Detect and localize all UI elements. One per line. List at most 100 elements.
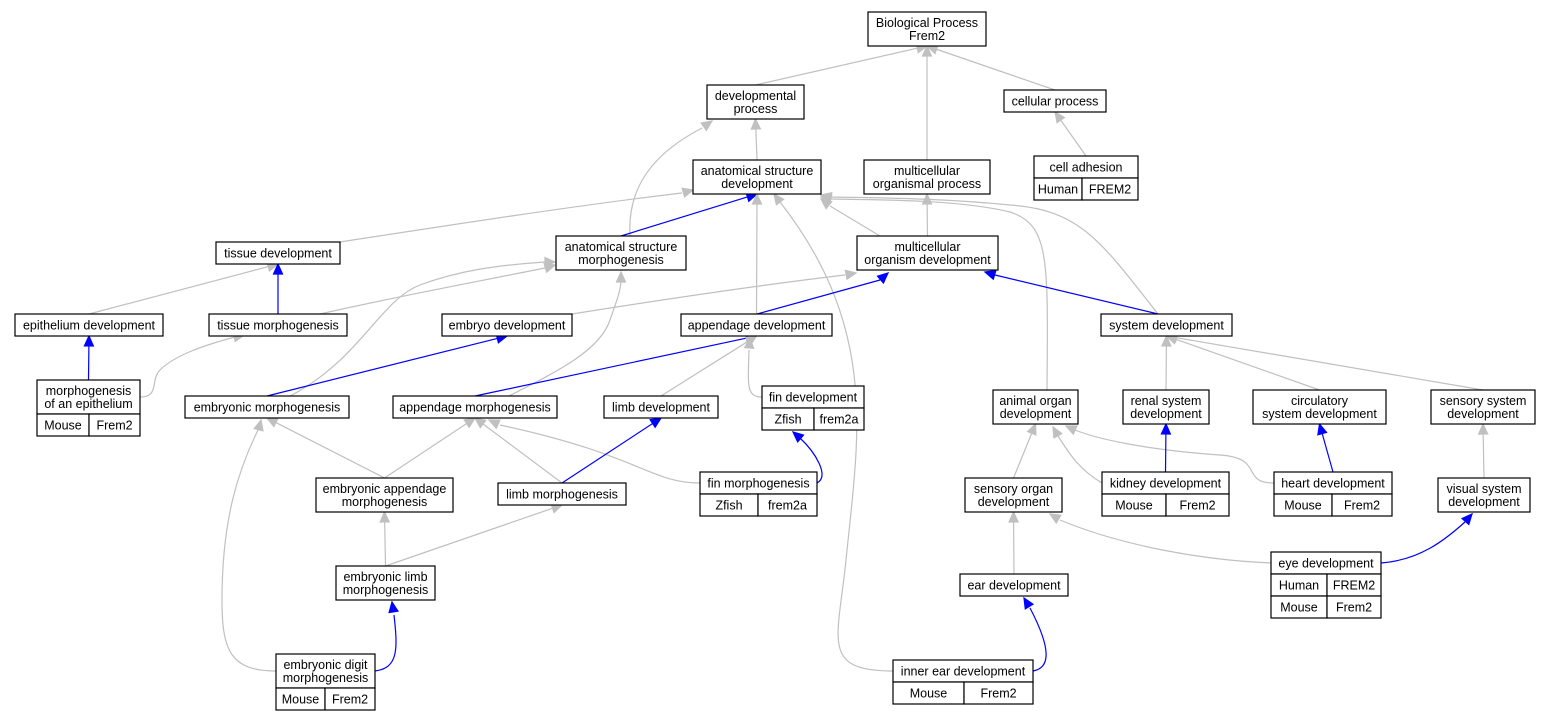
go-term-label: Biological Process bbox=[876, 16, 978, 30]
gene-cell: Frem2 bbox=[1326, 595, 1382, 619]
go-term-label: fin development bbox=[769, 391, 858, 405]
edge-innerear-to-asd bbox=[773, 192, 894, 672]
edge-appdev-to-asd bbox=[751, 192, 763, 315]
gene-label: frem2a bbox=[820, 413, 859, 427]
edge-mod-to-mop bbox=[921, 192, 933, 237]
edge-eye-to-visual bbox=[1380, 512, 1473, 564]
species-label: Mouse bbox=[1284, 499, 1322, 513]
gene-label: frem2a bbox=[768, 499, 807, 513]
go-term-label: organism development bbox=[864, 253, 991, 267]
go-term-label: process bbox=[734, 102, 778, 116]
go-term-label: multicellular bbox=[895, 240, 961, 254]
go-term-label: visual system bbox=[1446, 482, 1521, 496]
species-cell: Mouse bbox=[1273, 493, 1333, 517]
edge-mod-to-asd bbox=[819, 198, 881, 237]
edge-sensys-to-sysdev bbox=[1165, 332, 1484, 391]
go-term-label: of an epithelium bbox=[44, 397, 132, 411]
edge-finmorph-to-findev bbox=[791, 431, 823, 484]
gene-label: Frem2 bbox=[980, 687, 1016, 701]
gene-label: FREM2 bbox=[1089, 183, 1131, 197]
edge-appmorph-to-appdev bbox=[474, 332, 758, 397]
species-cell: Mouse bbox=[1270, 595, 1328, 619]
go-term-label: tissue morphogenesis bbox=[217, 319, 339, 333]
gene-label: Frem2 bbox=[1344, 499, 1380, 513]
go-term-label: cell adhesion bbox=[1050, 161, 1123, 175]
go-term-label: morphogenesis bbox=[342, 495, 427, 509]
go-term-label: system development bbox=[1262, 407, 1377, 421]
go-term-label: cellular process bbox=[1012, 95, 1099, 109]
edge-embappmorph-to-embmorph bbox=[265, 417, 385, 479]
species-cell: Zfish bbox=[761, 407, 815, 431]
go-term-label: morphogenesis bbox=[578, 253, 663, 267]
go-term-tissuemorph: tissue morphogenesis bbox=[208, 313, 348, 337]
species-cell: Human bbox=[1033, 177, 1083, 201]
edge-kidney-to-aod bbox=[1052, 425, 1103, 484]
go-term-cellproc: cellular process bbox=[1003, 89, 1107, 113]
gene-label: Frem2 bbox=[1336, 601, 1372, 615]
species-label: Mouse bbox=[910, 687, 948, 701]
go-term-label: tissue development bbox=[224, 247, 332, 261]
gene-cell: frem2a bbox=[813, 407, 865, 431]
edge-digit-to-embmorph bbox=[221, 418, 277, 672]
edge-sod-to-aod bbox=[1012, 422, 1037, 479]
edge-embmorph-to-embryodev bbox=[266, 333, 509, 397]
edge-epidev-to-tissuedev bbox=[88, 261, 280, 315]
edge-sysdev-to-mod bbox=[983, 269, 1159, 315]
go-term-limbmorph: limb morphogenesis bbox=[497, 482, 627, 506]
edge-ear-to-sod bbox=[1008, 510, 1020, 575]
species-cell: Mouse bbox=[892, 681, 965, 705]
gene-label: Frem2 bbox=[332, 693, 368, 707]
gene-cell: frem2a bbox=[757, 493, 818, 517]
species-label: Zfish bbox=[715, 499, 742, 513]
species-label: Human bbox=[1038, 183, 1078, 197]
edge-circ-to-sysdev bbox=[1165, 334, 1320, 391]
gene-cell: Frem2 bbox=[1165, 493, 1230, 517]
species-cell: Mouse bbox=[275, 687, 326, 711]
edge-embmorph-to-asm bbox=[289, 256, 557, 397]
go-term-label: morphogenesis bbox=[343, 583, 428, 597]
edge-heart-to-aod bbox=[1064, 425, 1275, 484]
go-term-label: system development bbox=[1109, 319, 1224, 333]
gene-cell: Frem2 bbox=[88, 413, 141, 437]
go-term-label: animal organ bbox=[999, 394, 1071, 408]
edge-tissuemorph-to-tissuedev bbox=[272, 262, 284, 314]
edge-heart-to-circ bbox=[1317, 422, 1334, 473]
go-term-label: epithelium development bbox=[23, 319, 156, 333]
go-term-label: developmental bbox=[715, 89, 796, 103]
go-term-embmorph: embryonic morphogenesis bbox=[184, 395, 350, 419]
go-term-label: appendage morphogenesis bbox=[399, 401, 551, 415]
go-term-label: eye development bbox=[1278, 557, 1374, 571]
go-term-label: inner ear development bbox=[901, 665, 1026, 679]
gene-cell: Frem2 bbox=[963, 681, 1034, 705]
edge-devproc-to-bp bbox=[755, 43, 929, 86]
edge-morphepi-to-tissuemorph bbox=[139, 332, 246, 398]
go-term-label: development bbox=[1130, 407, 1202, 421]
go-term-appdev: appendage development bbox=[680, 313, 833, 337]
go-term-label: embryo development bbox=[449, 319, 566, 333]
go-term-appmorph: appendage morphogenesis bbox=[392, 395, 558, 419]
go-term-label: development bbox=[1447, 407, 1519, 421]
edge-tissuedev-to-asd bbox=[339, 187, 695, 243]
go-term-label: embryonic morphogenesis bbox=[194, 401, 341, 415]
edge-finmorph-to-appmorph bbox=[487, 419, 701, 484]
go-term-label: limb development bbox=[612, 401, 710, 415]
